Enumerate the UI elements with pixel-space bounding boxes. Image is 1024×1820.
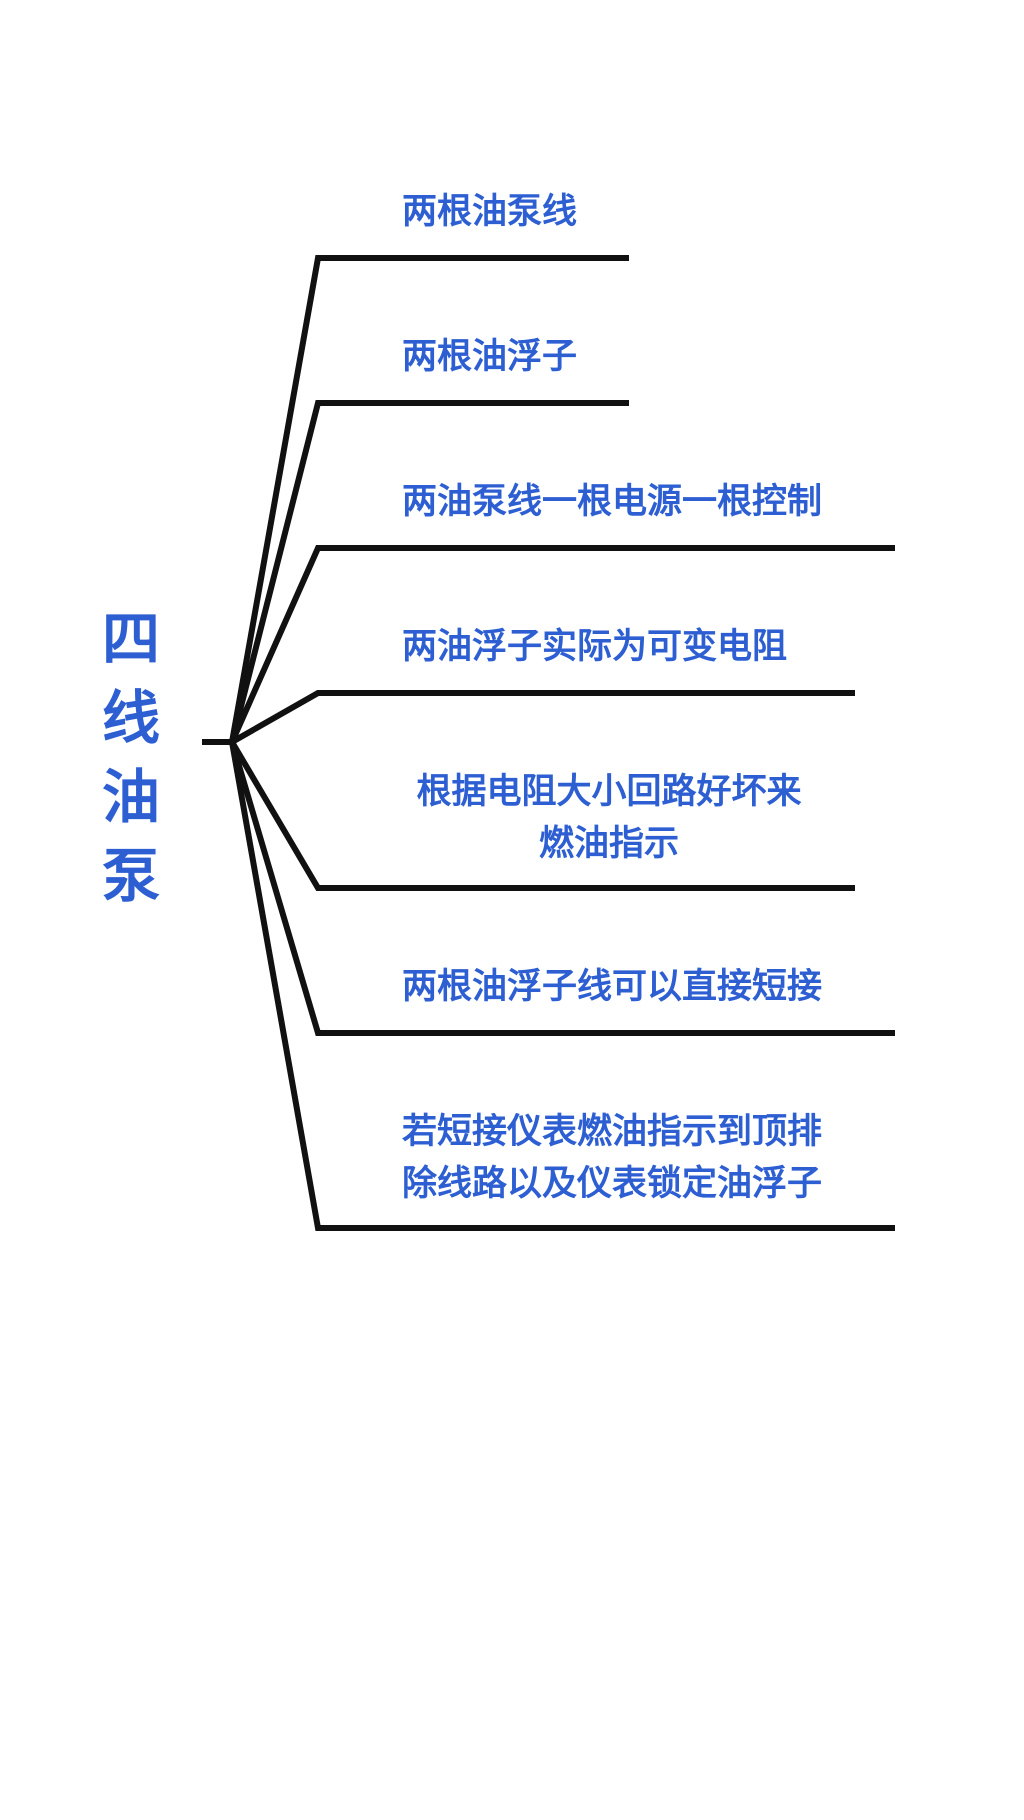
- branch-label-7-line-1: 若短接仪表燃油指示到顶排: [402, 1112, 823, 1152]
- connector-2: [228, 400, 629, 746]
- branch-label-7-line-2: 除线路以及仪表锁定油浮子: [402, 1164, 823, 1204]
- branch-label-7: 若短接仪表燃油指示到顶排 除线路以及仪表锁定油浮子: [402, 1106, 822, 1210]
- connector-3: [228, 545, 895, 746]
- connector-7: [228, 738, 895, 1231]
- branch-label-2: 两根油浮子: [402, 337, 578, 377]
- branch-label-4: 两油浮子实际为可变电阻: [402, 627, 788, 667]
- connector-5: [227, 737, 855, 891]
- connector-6: [228, 738, 895, 1036]
- branch-label-6: 两根油浮子线可以直接短接: [402, 967, 823, 1007]
- branch-label-5: 根据电阻大小回路好坏来 燃油指示: [402, 766, 816, 870]
- root-node-title: 四线油泵: [101, 605, 160, 910]
- branch-label-1: 两根油泵线: [402, 192, 578, 232]
- branch-label-5-line-2: 燃油指示: [538, 824, 679, 864]
- branch-label-5-line-1: 根据电阻大小回路好坏来: [416, 772, 802, 812]
- connector-1: [228, 255, 629, 746]
- branch-label-3: 两油泵线一根电源一根控制: [402, 482, 823, 522]
- connector-4: [227, 690, 855, 747]
